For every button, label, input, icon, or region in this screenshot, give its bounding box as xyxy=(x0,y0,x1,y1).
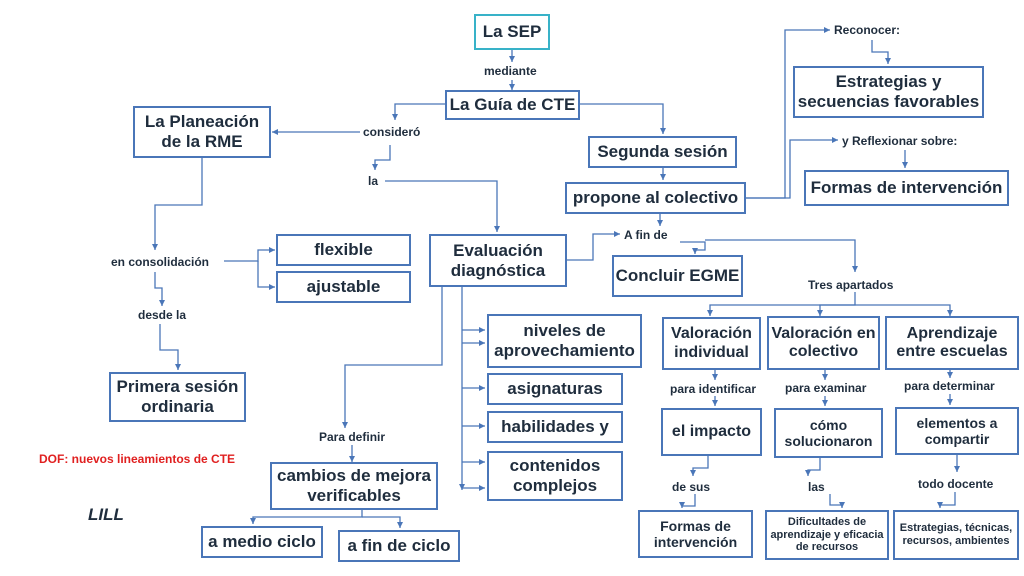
label-para-determinar: para determinar xyxy=(904,379,995,393)
node-el-impacto: el impacto xyxy=(661,408,762,456)
label-de-sus: de sus xyxy=(672,480,711,494)
node-estrategias-secuencias: Estrategias y secuencias favorables xyxy=(793,66,984,118)
label-tres-apartados: Tres apartados xyxy=(808,278,894,292)
label-mediante: mediante xyxy=(484,64,537,78)
label-las: las xyxy=(808,480,825,494)
label-todo-docente: todo docente xyxy=(918,477,994,491)
node-concluir-egme: Concluir EGME xyxy=(612,255,743,297)
author-signature: LILL xyxy=(88,505,124,524)
node-ajustable: ajustable xyxy=(276,271,411,303)
label-para-definir: Para definir xyxy=(319,430,386,444)
label-a-fin-de: A fin de xyxy=(624,228,668,242)
node-cambios-mejora: cambios de mejora verificables xyxy=(270,462,438,510)
node-la-sep: La SEP xyxy=(474,14,550,50)
label-considero: consideró xyxy=(363,125,421,139)
node-formas-intervencion-top: Formas de intervención xyxy=(804,170,1009,206)
node-evaluacion-diagnostica: Evaluación diagnóstica xyxy=(429,234,567,287)
label-para-identificar: para identificar xyxy=(670,382,757,396)
node-fin-ciclo: a fin de ciclo xyxy=(338,530,460,562)
node-contenidos-complejos: contenidos complejos xyxy=(487,451,623,501)
node-como-solucionaron: cómo solucionaron xyxy=(774,408,883,458)
node-aprendizaje-escuelas: Aprendizaje entre escuelas xyxy=(885,316,1019,370)
node-flexible: flexible xyxy=(276,234,411,266)
label-para-examinar: para examinar xyxy=(785,381,867,395)
node-primera-sesion: Primera sesión ordinaria xyxy=(109,372,246,422)
node-dificultades: Dificultades de aprendizaje y eficacia d… xyxy=(765,510,889,560)
node-habilidades: habilidades y xyxy=(487,411,623,443)
node-valoracion-colectivo: Valoración en colectivo xyxy=(767,316,880,370)
node-guia-cte: La Guía de CTE xyxy=(445,90,580,120)
node-asignaturas: asignaturas xyxy=(487,373,623,405)
node-estrategias-tecnicas: Estrategias, técnicas, recursos, ambient… xyxy=(893,510,1019,560)
node-segunda-sesion: Segunda sesión xyxy=(588,136,737,168)
node-elementos-compartir: elementos a compartir xyxy=(895,407,1019,455)
node-propone-colectivo: propone al colectivo xyxy=(565,182,746,214)
label-reconocer: Reconocer: xyxy=(834,23,901,37)
node-formas-intervencion-bottom: Formas de intervención xyxy=(638,510,753,558)
node-valoracion-individual: Valoración individual xyxy=(662,317,761,370)
node-medio-ciclo: a medio ciclo xyxy=(201,526,323,558)
label-la: la xyxy=(368,174,379,188)
dof-note: DOF: nuevos lineamientos de CTE xyxy=(39,452,236,466)
label-reflexionar: y Reflexionar sobre: xyxy=(842,134,958,148)
label-en-consolidacion: en consolidación xyxy=(111,255,210,269)
label-desde-la: desde la xyxy=(138,308,187,322)
node-niveles-aprovechamiento: niveles de aprovechamiento xyxy=(487,314,642,368)
node-planeacion-rme: La Planeación de la RME xyxy=(133,106,271,158)
